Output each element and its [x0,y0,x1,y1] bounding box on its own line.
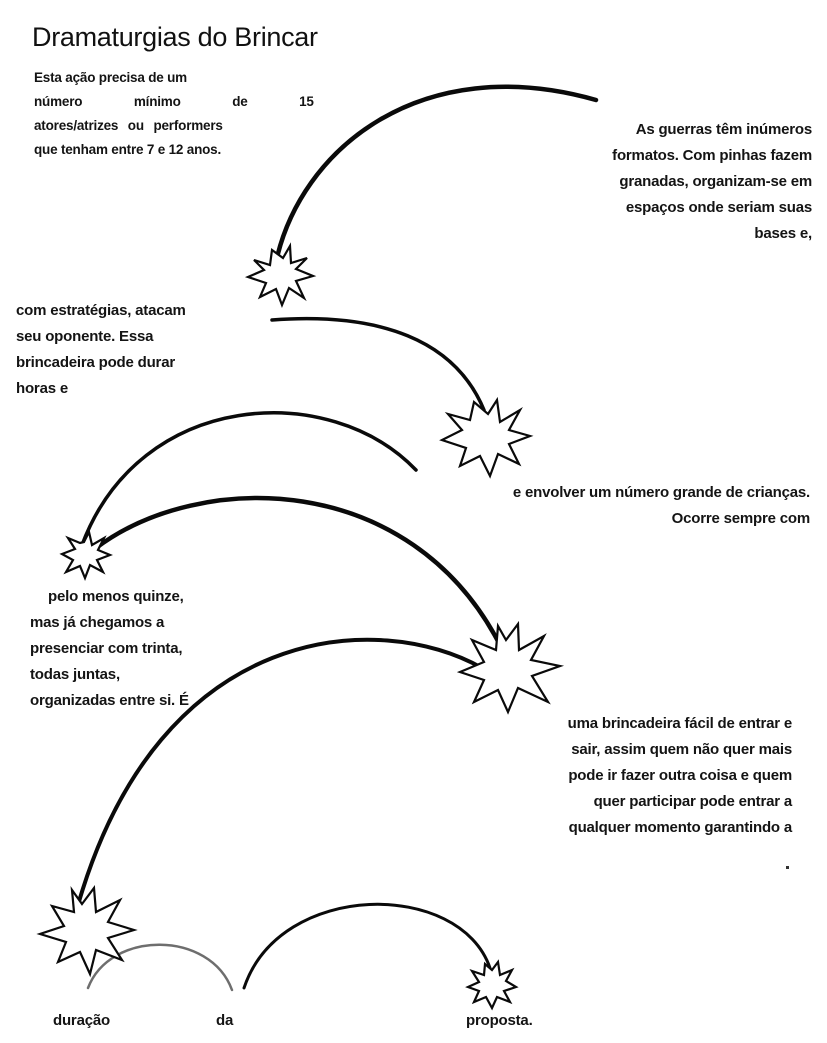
bottom-word-proposta: proposta. [466,1012,533,1029]
intro-paragraph: Esta ação precisa de um número mínimo de… [34,66,314,162]
document-title: Dramaturgias do Brincar [32,22,318,52]
text-block-3: e envolver um número grande de crianças.… [410,480,810,532]
text-line: brincadeira pode durar [16,354,175,371]
text-block-5: uma brincadeira fácil de entrar e sair, … [468,711,793,841]
trajectory-arc-3 [80,411,418,547]
trajectory-arc-5 [76,637,484,907]
page-speck [786,866,789,869]
intro-line: Esta ação precisa de um [34,70,187,85]
intro-line: atores/atrizes ou performers [34,118,223,133]
burst-icon-4 [456,620,565,715]
text-line: bases e, [754,225,812,242]
bottom-word-da: da [216,1012,234,1029]
text-line: seu oponente. Essa [16,328,154,345]
burst-icon-5 [36,885,138,978]
text-line: todas juntas, [30,666,120,683]
text-line: horas e [16,380,68,397]
trajectory-arc-6 [86,943,234,992]
trajectory-arc-4 [93,495,503,648]
text-line: sair, assim quem não quer mais [571,741,792,758]
text-line: espaços onde seriam suas [625,199,812,216]
trajectory-arc-2 [270,316,486,412]
text-line: organizadas entre si. É [30,692,189,709]
burst-icon-6 [465,959,519,1011]
text-line: quer participar pode entrar a [593,793,793,810]
text-line: pelo menos quinze, [48,588,184,605]
text-line: com estratégias, atacam [16,302,186,319]
text-line: pode ir fazer outra coisa e quem [568,767,792,784]
text-line: mas já chegamos a [30,614,165,631]
text-block-2: com estratégias, atacam seu oponente. Es… [16,298,251,402]
text-block-4: pelo menos quinze, mas já chegamos a pre… [30,584,270,714]
text-line: As guerras têm inúmeros [635,121,812,138]
text-line: formatos. Com pinhas fazem [612,147,812,164]
burst-icon-3 [59,528,113,581]
trajectory-arc-1 [273,84,599,265]
intro-line: que tenham entre 7 e 12 anos. [34,142,222,157]
burst-icon-1 [244,242,317,309]
text-line: uma brincadeira fácil de entrar e [567,715,793,732]
intro-line: número mínimo de 15 [34,94,314,109]
text-line: qualquer momento garantindo a [568,819,793,836]
text-line: e envolver um número grande de crianças. [512,484,810,501]
text-line: granadas, organizam-se em [619,173,812,190]
burst-icon-2 [439,396,534,479]
text-block-1: As guerras têm inúmeros formatos. Com pi… [540,117,812,247]
trajectory-arc-7 [242,902,492,990]
text-line: Ocorre sempre com [671,510,811,527]
bottom-word-duracao: duração [53,1012,110,1029]
text-line: presenciar com trinta, [30,640,183,657]
